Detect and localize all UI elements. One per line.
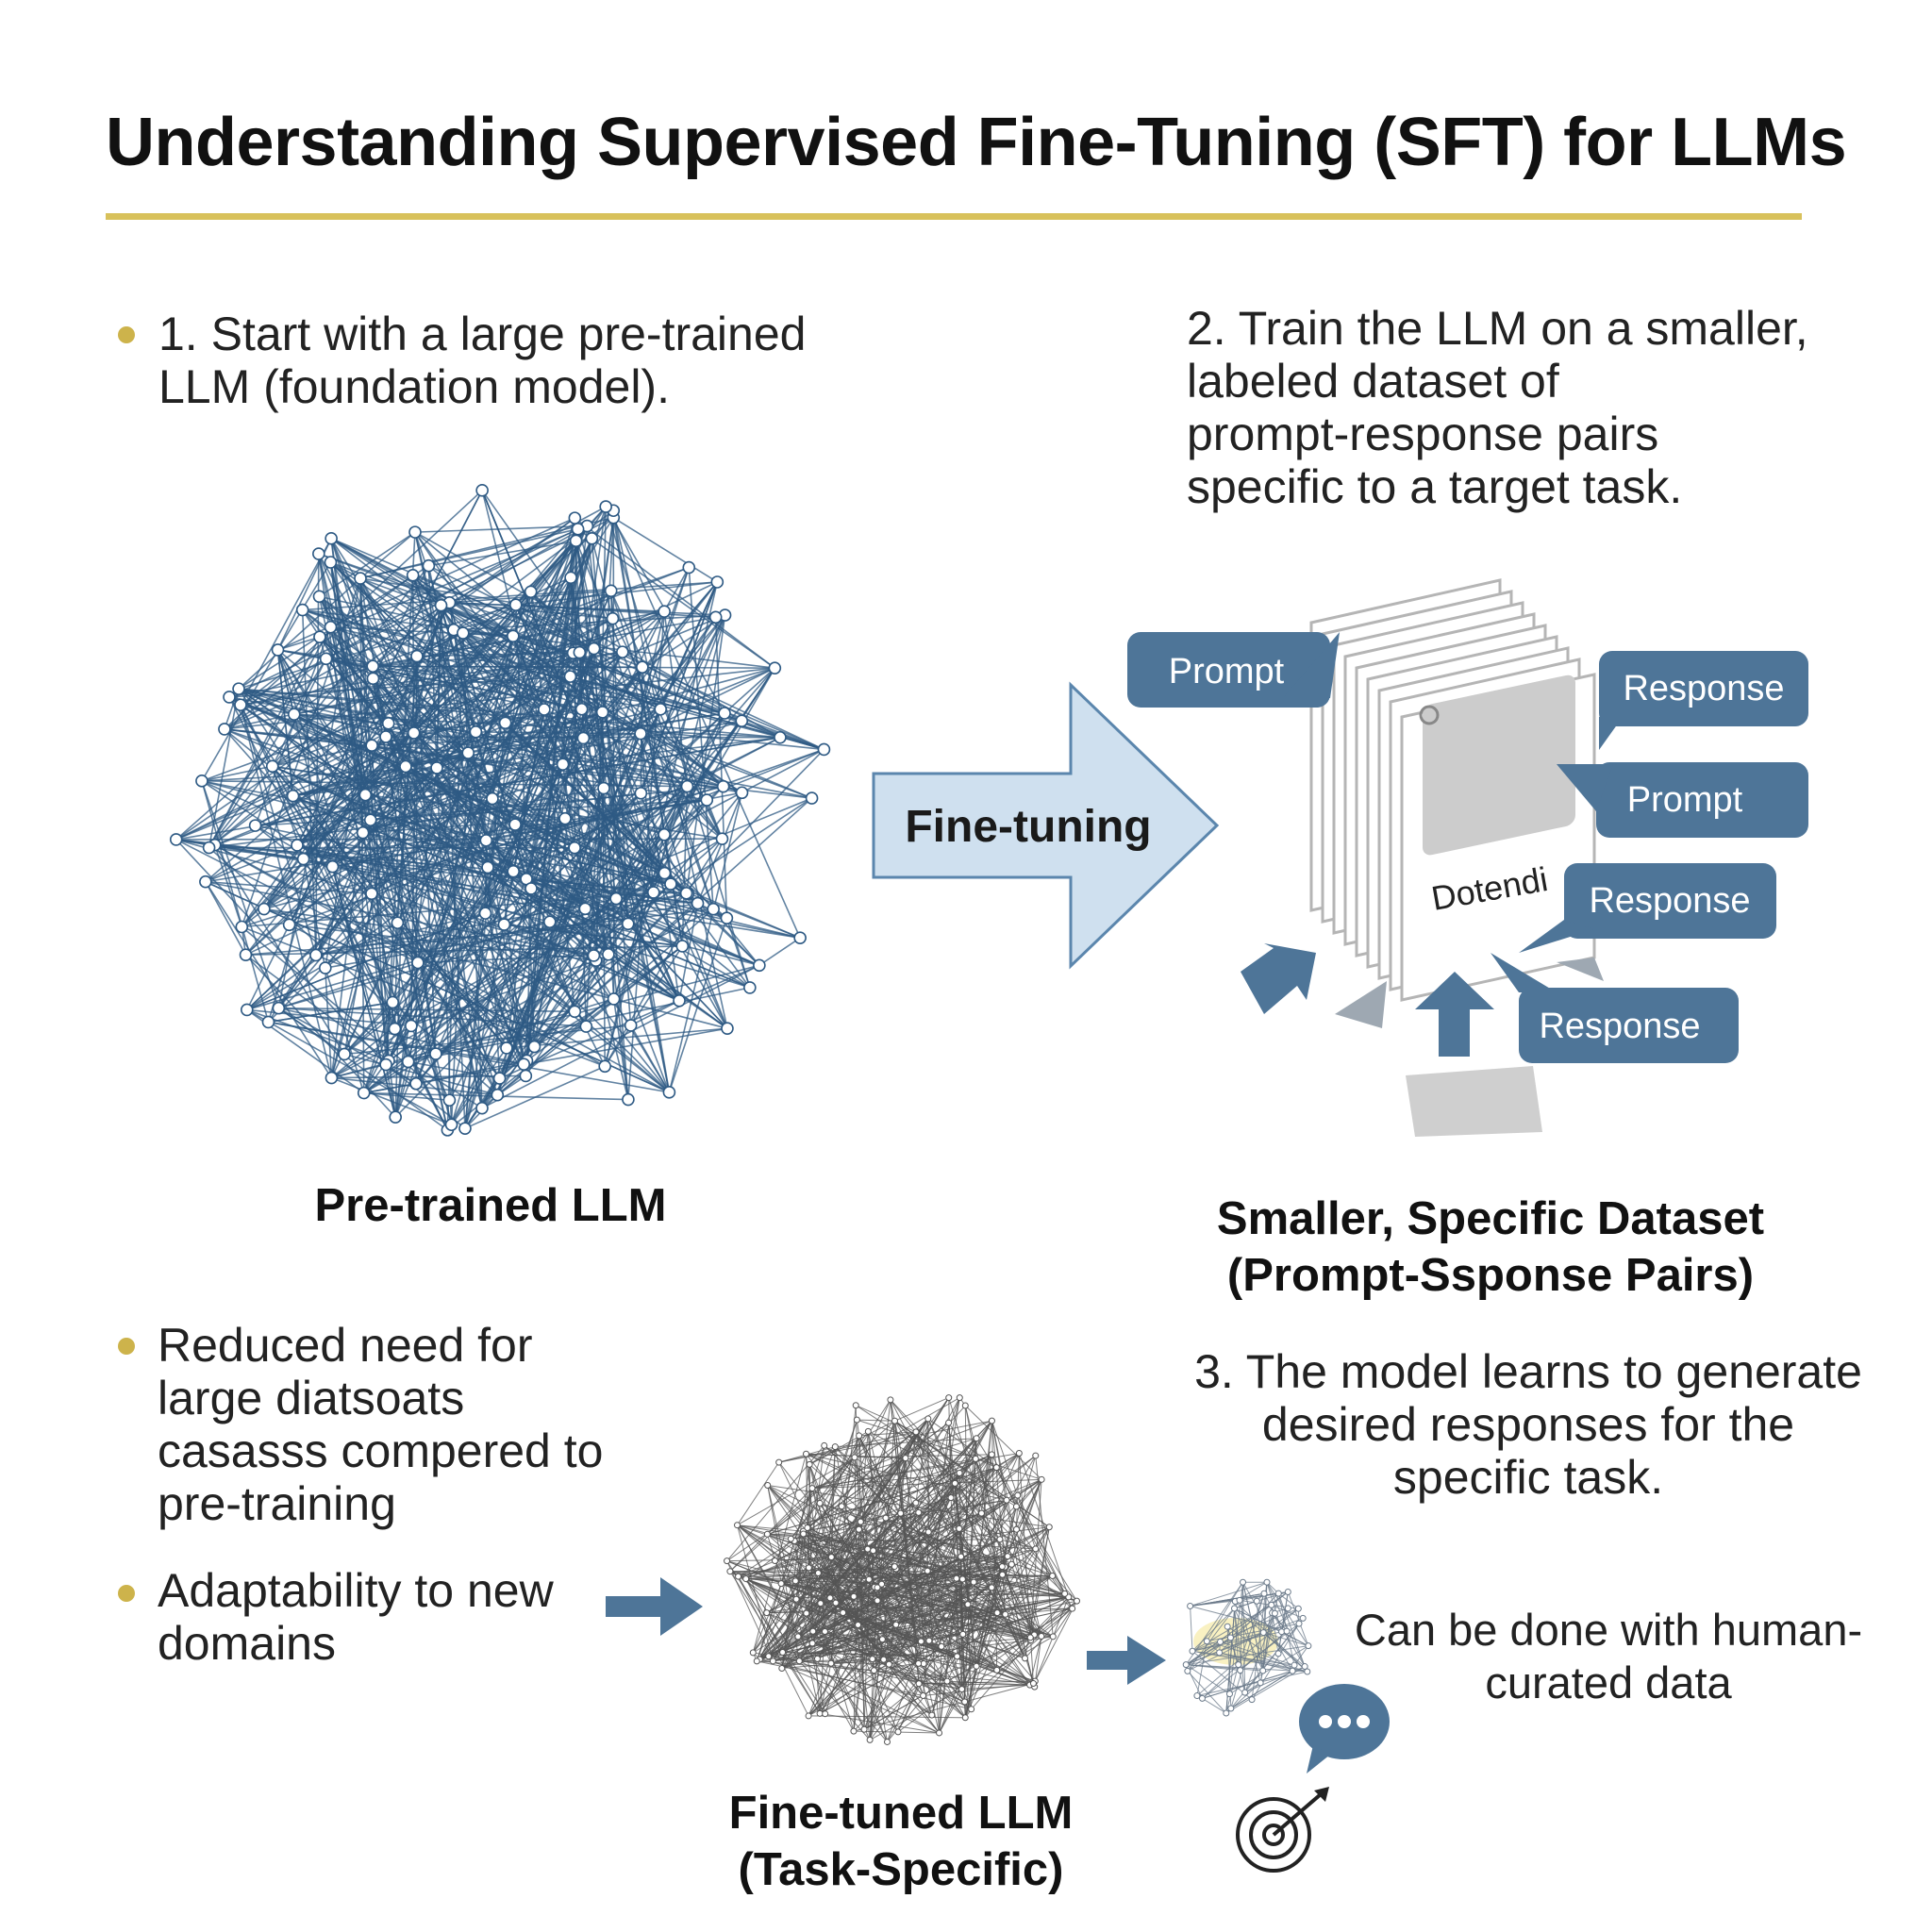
- human-curated-note: Can be done with human- curated data: [1354, 1605, 1863, 1707]
- network-nodes: [724, 1394, 1081, 1745]
- dataset-label: Smaller, Specific Dataset (Prompt-Sspons…: [1216, 1193, 1765, 1301]
- step-2-text: 2. Train the LLM on a smaller, labeled d…: [1187, 302, 1808, 513]
- bubble-response-1: Response: [1599, 651, 1808, 750]
- network-edges: [726, 1397, 1077, 1742]
- svg-text:Response: Response: [1539, 1007, 1700, 1046]
- svg-text:Prompt: Prompt: [1169, 652, 1285, 691]
- gray-arrow-icon: [1557, 958, 1604, 981]
- fine-tuning-arrow: Fine-tuning: [872, 681, 1220, 970]
- network-edges: [175, 490, 825, 1131]
- right-arrow-icon: [606, 1577, 703, 1636]
- bubble-response-2: Response: [1519, 863, 1776, 953]
- bullet-dot: [118, 1585, 135, 1602]
- target-icon: [1236, 1787, 1329, 1873]
- page-title: Understanding Supervised Fine-Tuning (SF…: [106, 105, 1847, 180]
- bubble-prompt-2: Prompt: [1557, 762, 1808, 838]
- finetuned-llm-label: Fine-tuned LLM (Task-Specific): [728, 1788, 1074, 1895]
- bubble-response-3: Response: [1491, 953, 1739, 1063]
- pretrained-llm-label: Pre-trained LLM: [314, 1180, 667, 1231]
- title-underline: [106, 213, 1802, 220]
- fine-tuning-label: Fine-tuning: [905, 802, 1151, 852]
- step-1-text: 1. Start with a large pre-trained LLM (f…: [158, 308, 807, 413]
- svg-text:Response: Response: [1589, 881, 1750, 921]
- chat-bubble-icon: [1299, 1684, 1390, 1774]
- finetuned-network-graphic: [724, 1394, 1081, 1745]
- front-document: [1400, 673, 1596, 1002]
- bullet-dot: [118, 1338, 135, 1355]
- small-triangle-icon: [1335, 981, 1387, 1028]
- benefit-reduced-data: Reduced need for large diatsoats casasss…: [158, 1319, 604, 1530]
- bullet-dot: [118, 326, 135, 343]
- right-arrow-icon: [1087, 1636, 1166, 1685]
- small-arrow-icon: [1241, 943, 1316, 1014]
- network-nodes: [169, 484, 831, 1137]
- pretrained-network-graphic: [169, 484, 831, 1137]
- step-3-text: 3. The model learns to generate desired …: [1194, 1345, 1862, 1504]
- svg-text:Response: Response: [1623, 669, 1784, 708]
- dataset-graphic: Dotendi Prompt Response Prompt Response …: [1127, 578, 1808, 1137]
- bubble-prompt-1: Prompt: [1127, 632, 1340, 708]
- network-nodes: [1182, 1578, 1312, 1717]
- up-arrow-icon: [1415, 972, 1494, 1057]
- specialized-network-graphic: [1182, 1578, 1312, 1717]
- gray-card: [1406, 1066, 1542, 1137]
- benefit-adaptability: Adaptability to new domains: [158, 1564, 554, 1670]
- svg-text:Prompt: Prompt: [1627, 780, 1743, 820]
